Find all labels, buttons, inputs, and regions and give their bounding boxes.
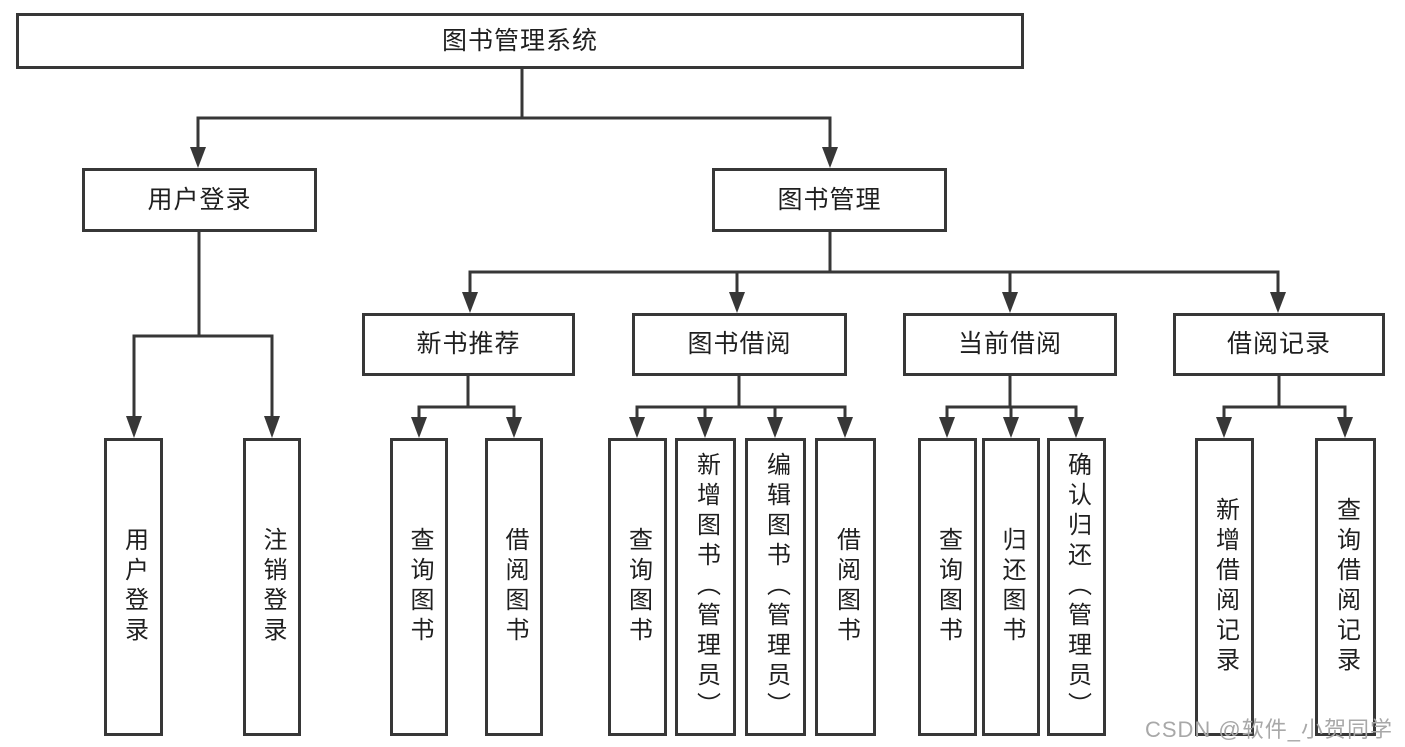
node-borrow-records: 借阅记录 xyxy=(1173,313,1385,376)
leaf-confirm-return-admin: 确认归还（管理员） xyxy=(1047,438,1106,736)
leaf-user-login: 用户登录 xyxy=(104,438,163,736)
node-book-borrow: 图书借阅 xyxy=(632,313,847,376)
leaf-query-borrow-record: 查询借阅记录 xyxy=(1315,438,1376,736)
leaf-add-borrow-record: 新增借阅记录 xyxy=(1195,438,1254,736)
leaf-edit-book-admin: 编辑图书（管理员） xyxy=(745,438,806,736)
node-root: 图书管理系统 xyxy=(16,13,1024,69)
leaf-query-book-2: 查询图书 xyxy=(608,438,667,736)
leaf-return-book: 归还图书 xyxy=(982,438,1040,736)
node-user-login: 用户登录 xyxy=(82,168,317,232)
leaf-logout: 注销登录 xyxy=(243,438,301,736)
leaf-borrow-book-1: 借阅图书 xyxy=(485,438,543,736)
node-current-borrow: 当前借阅 xyxy=(903,313,1117,376)
leaf-query-book-1: 查询图书 xyxy=(390,438,448,736)
arrowheads xyxy=(126,147,1353,438)
node-book-management: 图书管理 xyxy=(712,168,947,232)
leaf-query-book-3: 查询图书 xyxy=(918,438,977,736)
node-new-book-recommend: 新书推荐 xyxy=(362,313,575,376)
leaf-borrow-book-2: 借阅图书 xyxy=(815,438,876,736)
csdn-watermark: CSDN @软件_小贺同学 xyxy=(1144,717,1393,742)
leaf-add-book-admin: 新增图书（管理员） xyxy=(675,438,736,736)
